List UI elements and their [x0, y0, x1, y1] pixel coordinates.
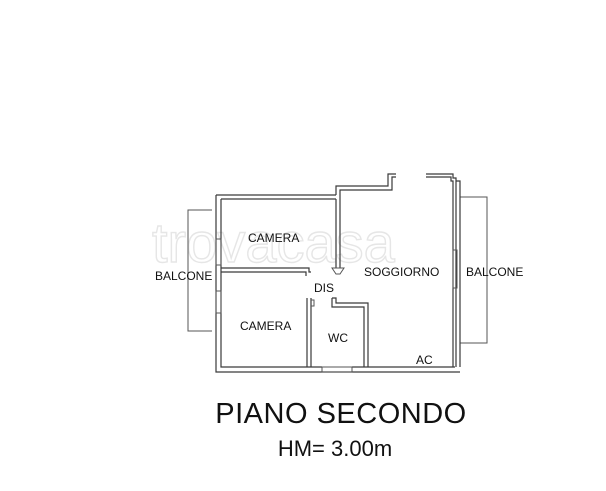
- outer-walls: [215, 173, 461, 373]
- room-label-balcone-right: BALCONE: [466, 265, 523, 279]
- floor-title: PIANO SECONDO: [215, 398, 467, 430]
- interior-walls: [221, 199, 369, 367]
- room-label-ac: AC: [416, 353, 433, 367]
- room-label-soggiorno: SOGGIORNO: [364, 265, 439, 279]
- ceiling-height: HM= 3.00m: [277, 436, 393, 461]
- watermark: trovacasa: [152, 211, 396, 274]
- room-label-wc: WC: [328, 331, 348, 345]
- balcone-right-outline: [460, 196, 488, 344]
- room-label-camera-top: CAMERA: [248, 231, 299, 245]
- room-label-balcone-left: BALCONE: [155, 269, 212, 283]
- room-label-camera-bottom: CAMERA: [240, 319, 291, 333]
- room-label-dis: DIS: [314, 281, 334, 295]
- balcone-left-outline: [187, 209, 212, 332]
